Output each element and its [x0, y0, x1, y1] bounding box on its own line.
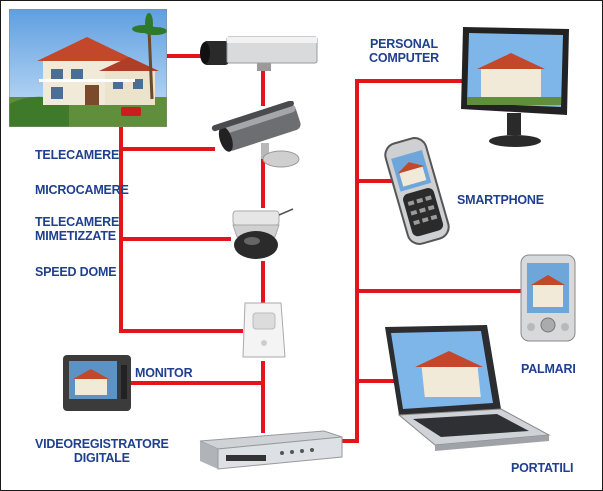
smartphone-icon — [384, 135, 450, 247]
pda-icon — [517, 253, 579, 343]
label-videoregistratore-digitale: VIDEOREGISTRATORE DIGITALE — [35, 437, 169, 465]
bullet-camera-icon — [211, 100, 311, 173]
label-line: TELECAMERE — [35, 215, 120, 229]
house-photo — [8, 8, 168, 128]
lcd-monitor-icon — [457, 23, 573, 151]
crt-monitor-icon — [61, 353, 135, 415]
label-telecamere: TELECAMERE — [35, 148, 120, 162]
label-line: COMPUTER — [369, 51, 439, 65]
label-microcamere: MICROCAMERE — [35, 183, 129, 197]
label-line: MIMETIZZATE — [35, 229, 116, 243]
label-line: PERSONAL — [370, 37, 438, 51]
label-smartphone: SMARTPHONE — [457, 193, 544, 207]
label-portatili: PORTATILI — [511, 461, 574, 475]
label-palmari: PALMARI — [521, 362, 576, 376]
label-speed-dome: SPEED DOME — [35, 265, 117, 279]
dome-camera-icon — [223, 205, 303, 265]
label-line: DIGITALE — [73, 451, 130, 465]
box-camera-icon — [197, 29, 327, 71]
dvr-recorder-icon — [196, 427, 346, 471]
label-telecamere-mimetizzate: TELECAMERE MIMETIZZATE — [35, 215, 119, 243]
label-personal-computer: PERSONAL COMPUTER — [369, 37, 439, 65]
label-monitor: MONITOR — [135, 366, 193, 380]
label-line: VIDEOREGISTRATORE — [35, 437, 169, 451]
laptop-icon — [379, 323, 553, 453]
pir-sensor-camera-icon — [239, 299, 289, 363]
